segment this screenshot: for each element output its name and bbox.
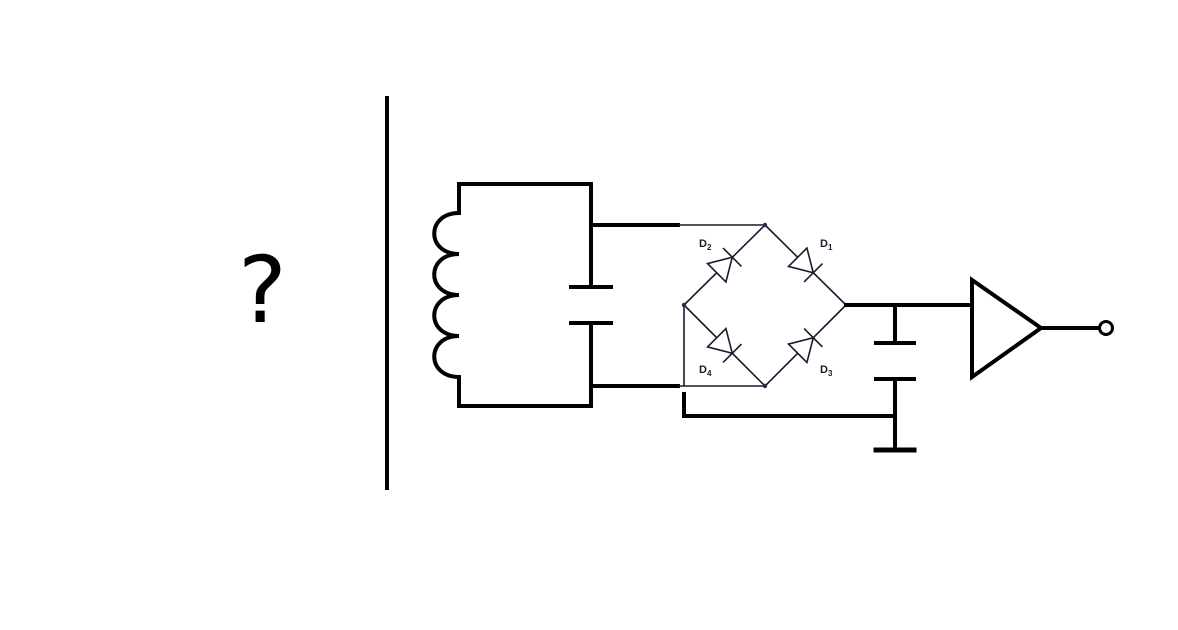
diode-d4-triangle	[705, 326, 734, 355]
filter-capacitor	[874, 303, 916, 451]
bridge-node-bottom	[762, 383, 768, 389]
lc-tank-circuit	[432, 182, 613, 408]
diode-d3	[786, 327, 824, 365]
bridge-node-top	[762, 222, 768, 228]
amplifier-symbol	[970, 276, 1045, 381]
diode-d1	[786, 246, 824, 283]
unknown-source-label: ?	[238, 237, 287, 344]
diode-d3-bar	[803, 327, 824, 348]
diode-d1-bar	[803, 263, 824, 283]
diode-label-d1: D1	[820, 238, 833, 252]
diode-d4	[705, 326, 743, 364]
diode-d1-triangle	[786, 246, 815, 274]
diode-label-d3: D3	[820, 364, 833, 378]
diode-label-d2: D2	[699, 238, 712, 252]
diode-d2-bar	[722, 247, 743, 267]
diode-d2-triangle	[705, 256, 734, 284]
bridge-node-left	[681, 302, 687, 308]
diode-d4-bar	[722, 343, 743, 364]
diode-d2	[705, 247, 743, 284]
diode-label-d4: D4	[699, 364, 712, 378]
inductor-coil	[432, 210, 462, 380]
diode-bridge	[681, 222, 849, 389]
diode-d3-triangle	[786, 336, 815, 365]
output-terminal	[1098, 320, 1114, 336]
